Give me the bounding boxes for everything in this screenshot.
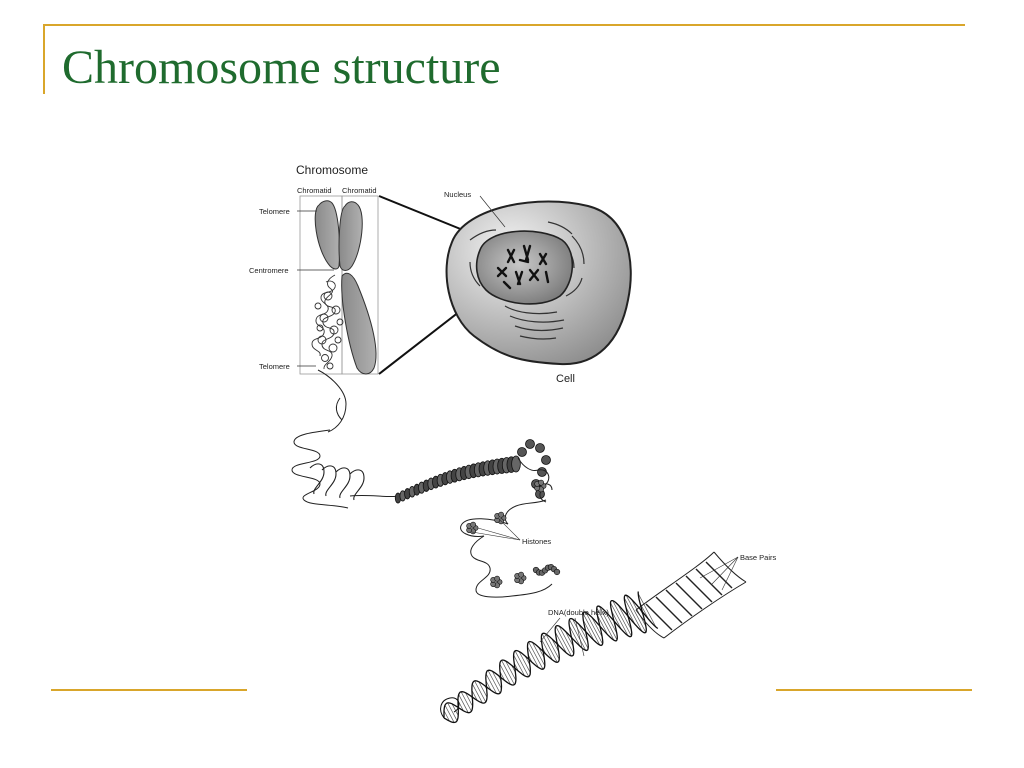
histones-pointers [471, 519, 521, 541]
histones-label: Histones [522, 537, 551, 546]
chromosome-shape [311, 200, 377, 375]
chromatin-fiber [291, 369, 401, 509]
nucleosome-beads [466, 479, 561, 589]
solenoid-coils [394, 439, 551, 504]
chromosome-label: Chromosome [296, 163, 368, 177]
dna-pointers [539, 617, 585, 657]
telomere-bottom-label: Telomere [259, 362, 290, 371]
slide-title: Chromosome structure [62, 41, 501, 94]
dna-double-helix [440, 591, 659, 724]
dna-label: DNA(double helix) [548, 608, 609, 617]
chromatid-left-label: Chromatid [297, 186, 332, 195]
bottom-right-rule [776, 689, 972, 691]
top-accent-rule [43, 24, 965, 26]
cell-shape [445, 200, 632, 366]
chromatid-right-label: Chromatid [342, 186, 377, 195]
base-pairs-label: Base Pairs [740, 553, 777, 562]
telomere-top-label: Telomere [259, 207, 290, 216]
chromosome-side-labels: Telomere Centromere Telomere [249, 207, 334, 371]
nucleus-label: Nucleus [444, 190, 471, 199]
centromere-label: Centromere [249, 266, 289, 275]
cell-label: Cell [556, 373, 575, 385]
left-accent-rule [43, 24, 45, 94]
bottom-left-rule [51, 689, 247, 691]
nucleus-pointer [479, 195, 506, 228]
base-pairs-pointers [699, 556, 739, 591]
base-pairs-ladder [635, 551, 747, 639]
